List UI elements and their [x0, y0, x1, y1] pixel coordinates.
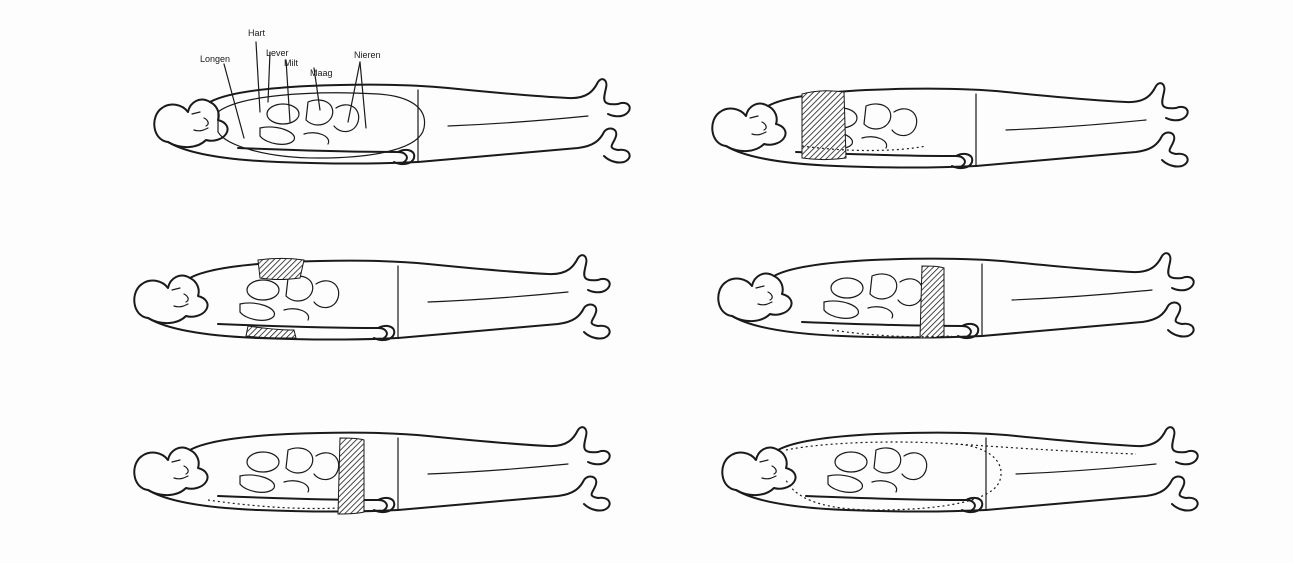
- label-maag: Maag: [310, 68, 333, 78]
- panel-2-figure: [712, 83, 1187, 168]
- panel-5-figure: [134, 427, 609, 514]
- label-lever: Lever: [266, 48, 289, 58]
- panel-6-figure: [722, 427, 1197, 512]
- panel-1-labeled-organs: Hart Longen Lever Milt Maag Nieren: [154, 28, 629, 164]
- label-longen: Longen: [200, 54, 230, 64]
- label-hart: Hart: [248, 28, 266, 38]
- panel-3-figure: [134, 255, 609, 340]
- label-nieren: Nieren: [354, 50, 381, 60]
- panel-4-figure: [718, 253, 1193, 338]
- label-milt: Milt: [284, 58, 298, 68]
